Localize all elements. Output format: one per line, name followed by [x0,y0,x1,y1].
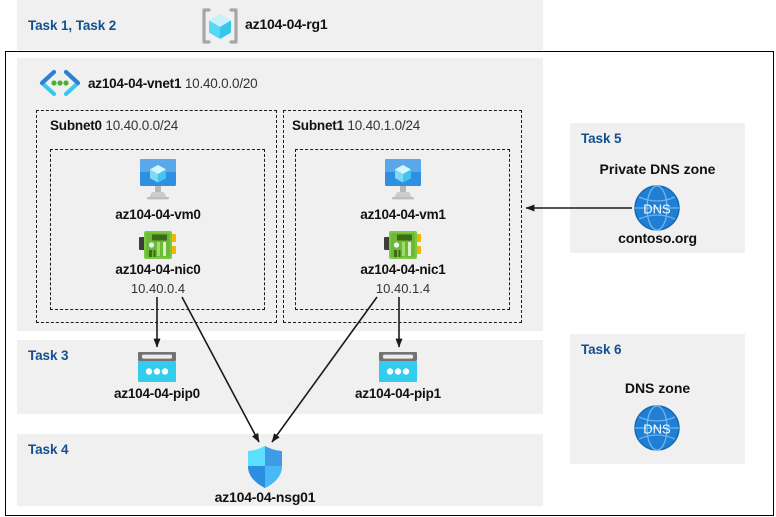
subnet1-prefix: 10.40.1.0/24 [347,118,421,133]
public-ip-icon [379,352,417,382]
vm0-name: az104-04-vm0 [115,207,201,222]
nsg-name: az104-04-nsg01 [214,489,316,505]
task4-label: Task 4 [28,442,69,457]
vnet-container [17,58,543,331]
subnet0-name: Subnet0 [50,118,102,133]
dns-icon-text: DNS [643,202,671,217]
network-interface-icon [384,228,422,262]
network-interface-icon [139,228,177,262]
task3-band [17,340,543,414]
task3-label: Task 3 [28,348,69,363]
dns-zone-icon: DNS [633,184,681,232]
subnet0-prefix: 10.40.0.0/24 [105,118,179,133]
nic0-name: az104-04-nic0 [115,262,201,277]
subnet1-boundary [283,110,522,323]
resource-group-boundary [5,51,774,516]
public-ip-icon [138,352,176,382]
subnet1-inner-boundary [295,149,510,310]
virtual-machine-icon [379,158,427,200]
subnet1-name: Subnet1 [292,118,344,133]
dns-zone-title: DNS zone [624,380,691,396]
virtual-network-icon [38,69,82,97]
subnet1-title: Subnet1 10.40.1.0/24 [292,118,420,133]
vnet-name: az104-04-vnet1 [88,76,182,91]
pip1-name: az104-04-pip1 [355,386,441,401]
nic1-name: az104-04-nic1 [360,262,446,277]
dns-zone-icon: DNS [633,404,681,452]
nic1-ip: 10.40.1.4 [375,281,431,296]
pip0-name: az104-04-pip0 [114,386,200,401]
resource-group-icon [200,7,240,45]
virtual-machine-icon [134,158,182,200]
task6-label: Task 6 [581,342,622,357]
network-security-group-icon [245,445,285,489]
private-dns-zone-name: contoso.org [618,230,697,246]
subnet0-title: Subnet0 10.40.0.0/24 [50,118,178,133]
task1-task2-band [17,0,543,50]
dns-icon-text: DNS [643,422,671,437]
nic0-ip: 10.40.0.4 [130,281,186,296]
task1-task2-label: Task 1, Task 2 [28,18,117,33]
resource-group-name: az104-04-rg1 [245,16,328,32]
vnet-address-space: 10.40.0.0/20 [184,76,258,91]
task5-label: Task 5 [581,131,622,146]
private-dns-zone-title: Private DNS zone [599,161,716,177]
vm1-name: az104-04-vm1 [360,207,446,222]
vnet-title: az104-04-vnet1 10.40.0.0/20 [88,76,258,91]
